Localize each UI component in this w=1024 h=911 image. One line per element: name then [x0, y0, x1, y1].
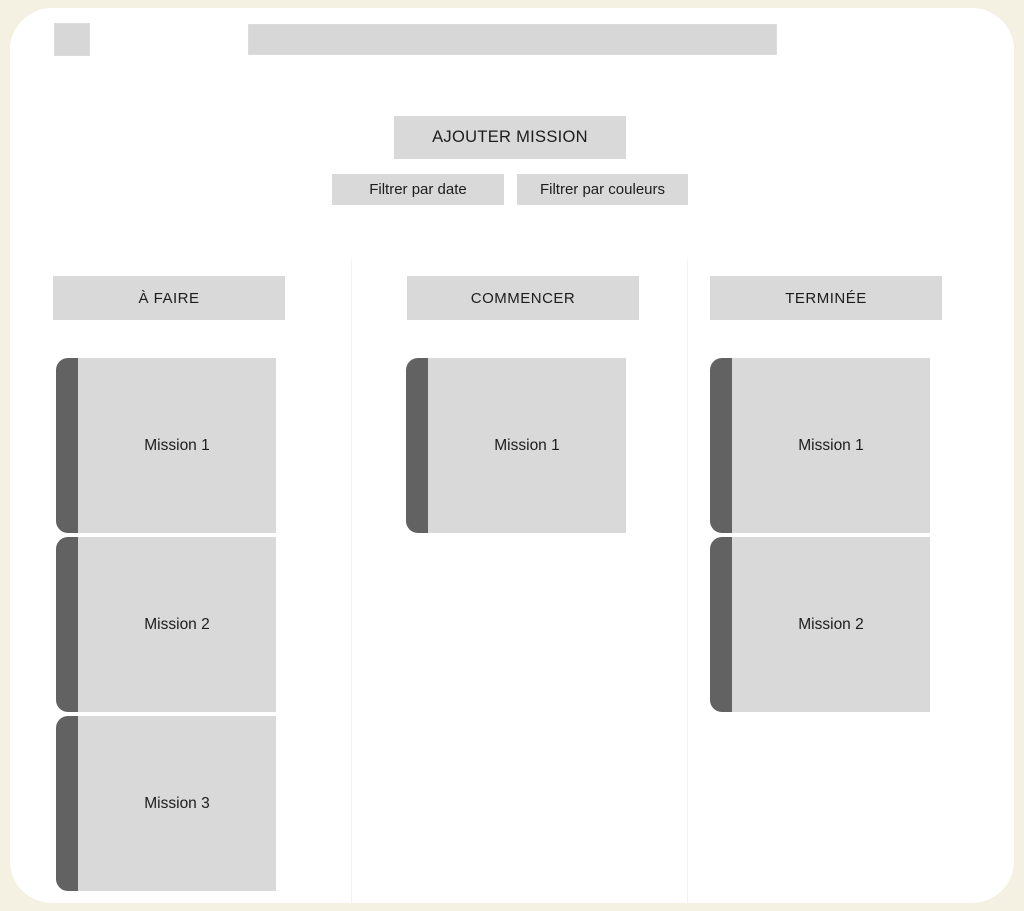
card-color-accent: [56, 358, 78, 533]
card-stack-started: Mission 1: [406, 358, 626, 537]
add-mission-button[interactable]: AJOUTER MISSION: [394, 116, 626, 159]
card-body: Mission 2: [78, 537, 276, 712]
card-title: Mission 1: [144, 436, 210, 454]
card-body: Mission 1: [428, 358, 626, 533]
mission-card[interactable]: Mission 2: [710, 537, 930, 712]
card-title: Mission 1: [798, 436, 864, 454]
mission-card[interactable]: Mission 3: [56, 716, 276, 891]
column-header-todo: À FAIRE: [53, 276, 285, 320]
column-header-done: TERMINÉE: [710, 276, 942, 320]
brand-logo-placeholder[interactable]: [54, 23, 90, 56]
filter-by-colors-button[interactable]: Filtrer par couleurs: [517, 174, 688, 205]
mission-card[interactable]: Mission 1: [56, 358, 276, 533]
navigation-bar-placeholder[interactable]: [248, 24, 777, 55]
mission-card[interactable]: Mission 2: [56, 537, 276, 712]
card-title: Mission 2: [798, 615, 864, 633]
card-title: Mission 1: [494, 436, 560, 454]
card-stack-done: Mission 1 Mission 2: [710, 358, 930, 716]
card-title: Mission 2: [144, 615, 210, 633]
card-body: Mission 1: [78, 358, 276, 533]
card-color-accent: [710, 537, 732, 712]
mission-card[interactable]: Mission 1: [406, 358, 626, 533]
board-column-started: COMMENCER Mission 1: [351, 260, 688, 903]
card-body: Mission 1: [732, 358, 930, 533]
card-color-accent: [406, 358, 428, 533]
column-header-started: COMMENCER: [407, 276, 639, 320]
card-title: Mission 3: [144, 794, 210, 812]
card-color-accent: [56, 537, 78, 712]
mission-card[interactable]: Mission 1: [710, 358, 930, 533]
card-body: Mission 2: [732, 537, 930, 712]
card-color-accent: [56, 716, 78, 891]
kanban-board: À FAIRE Mission 1 Mission 2: [10, 260, 1014, 903]
board-column-todo: À FAIRE Mission 1 Mission 2: [10, 260, 351, 903]
card-color-accent: [710, 358, 732, 533]
card-body: Mission 3: [78, 716, 276, 891]
card-stack-todo: Mission 1 Mission 2 Mission 3: [56, 358, 276, 895]
filter-by-date-button[interactable]: Filtrer par date: [332, 174, 504, 205]
app-panel: AJOUTER MISSION Filtrer par date Filtrer…: [10, 8, 1014, 903]
top-navigation-bar: [10, 8, 1014, 78]
board-column-done: TERMINÉE Mission 1 Mission 2: [688, 260, 1013, 903]
